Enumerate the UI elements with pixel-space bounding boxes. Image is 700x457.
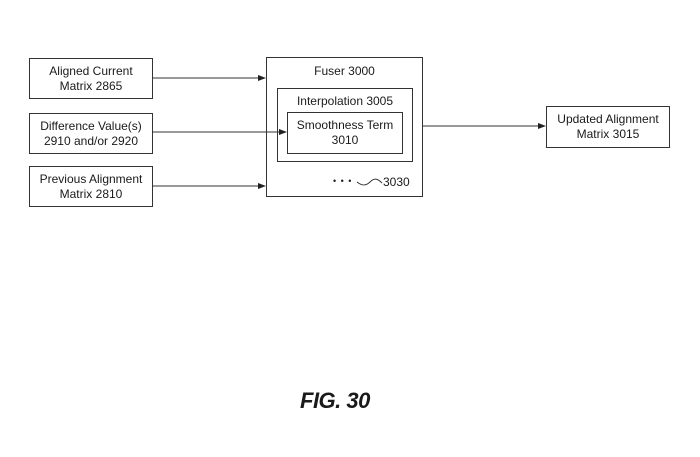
aligned-current-matrix-box: Aligned Current Matrix 2865 xyxy=(29,58,153,99)
aligned-current-line2: Matrix 2865 xyxy=(59,78,123,93)
previous-alignment-matrix-box: Previous Alignment Matrix 2810 xyxy=(29,166,153,207)
smoothness-term-box: Smoothness Term 3010 xyxy=(287,112,403,154)
aligned-current-line1: Aligned Current xyxy=(49,63,133,78)
ellipsis-ref-3030: 3030 xyxy=(383,175,410,189)
figure-label: FIG. 30 xyxy=(300,388,370,413)
updated-alignment-matrix-box: Updated Alignment Matrix 3015 xyxy=(546,106,670,148)
difference-values-box: Difference Value(s) 2910 and/or 2920 xyxy=(29,113,153,154)
difference-values-line2: 2910 and/or 2920 xyxy=(43,133,139,148)
interpolation-label: Interpolation 3005 xyxy=(296,94,394,108)
updated-alignment-line1: Updated Alignment xyxy=(557,112,659,126)
fuser-label: Fuser 3000 xyxy=(314,64,375,78)
fuser-box: Fuser 3000 xyxy=(266,57,423,197)
previous-alignment-line1: Previous Alignment xyxy=(39,171,143,186)
ellipsis-dots: • • • xyxy=(333,176,353,186)
interpolation-box: Interpolation 3005 xyxy=(277,88,413,162)
smoothness-line2: 3010 xyxy=(331,133,359,147)
squiggle-3030 xyxy=(356,178,383,186)
updated-alignment-line2: Matrix 3015 xyxy=(576,127,640,141)
smoothness-line1: Smoothness Term xyxy=(296,118,394,132)
difference-values-line1: Difference Value(s) xyxy=(40,118,142,133)
previous-alignment-line2: Matrix 2810 xyxy=(59,186,123,201)
